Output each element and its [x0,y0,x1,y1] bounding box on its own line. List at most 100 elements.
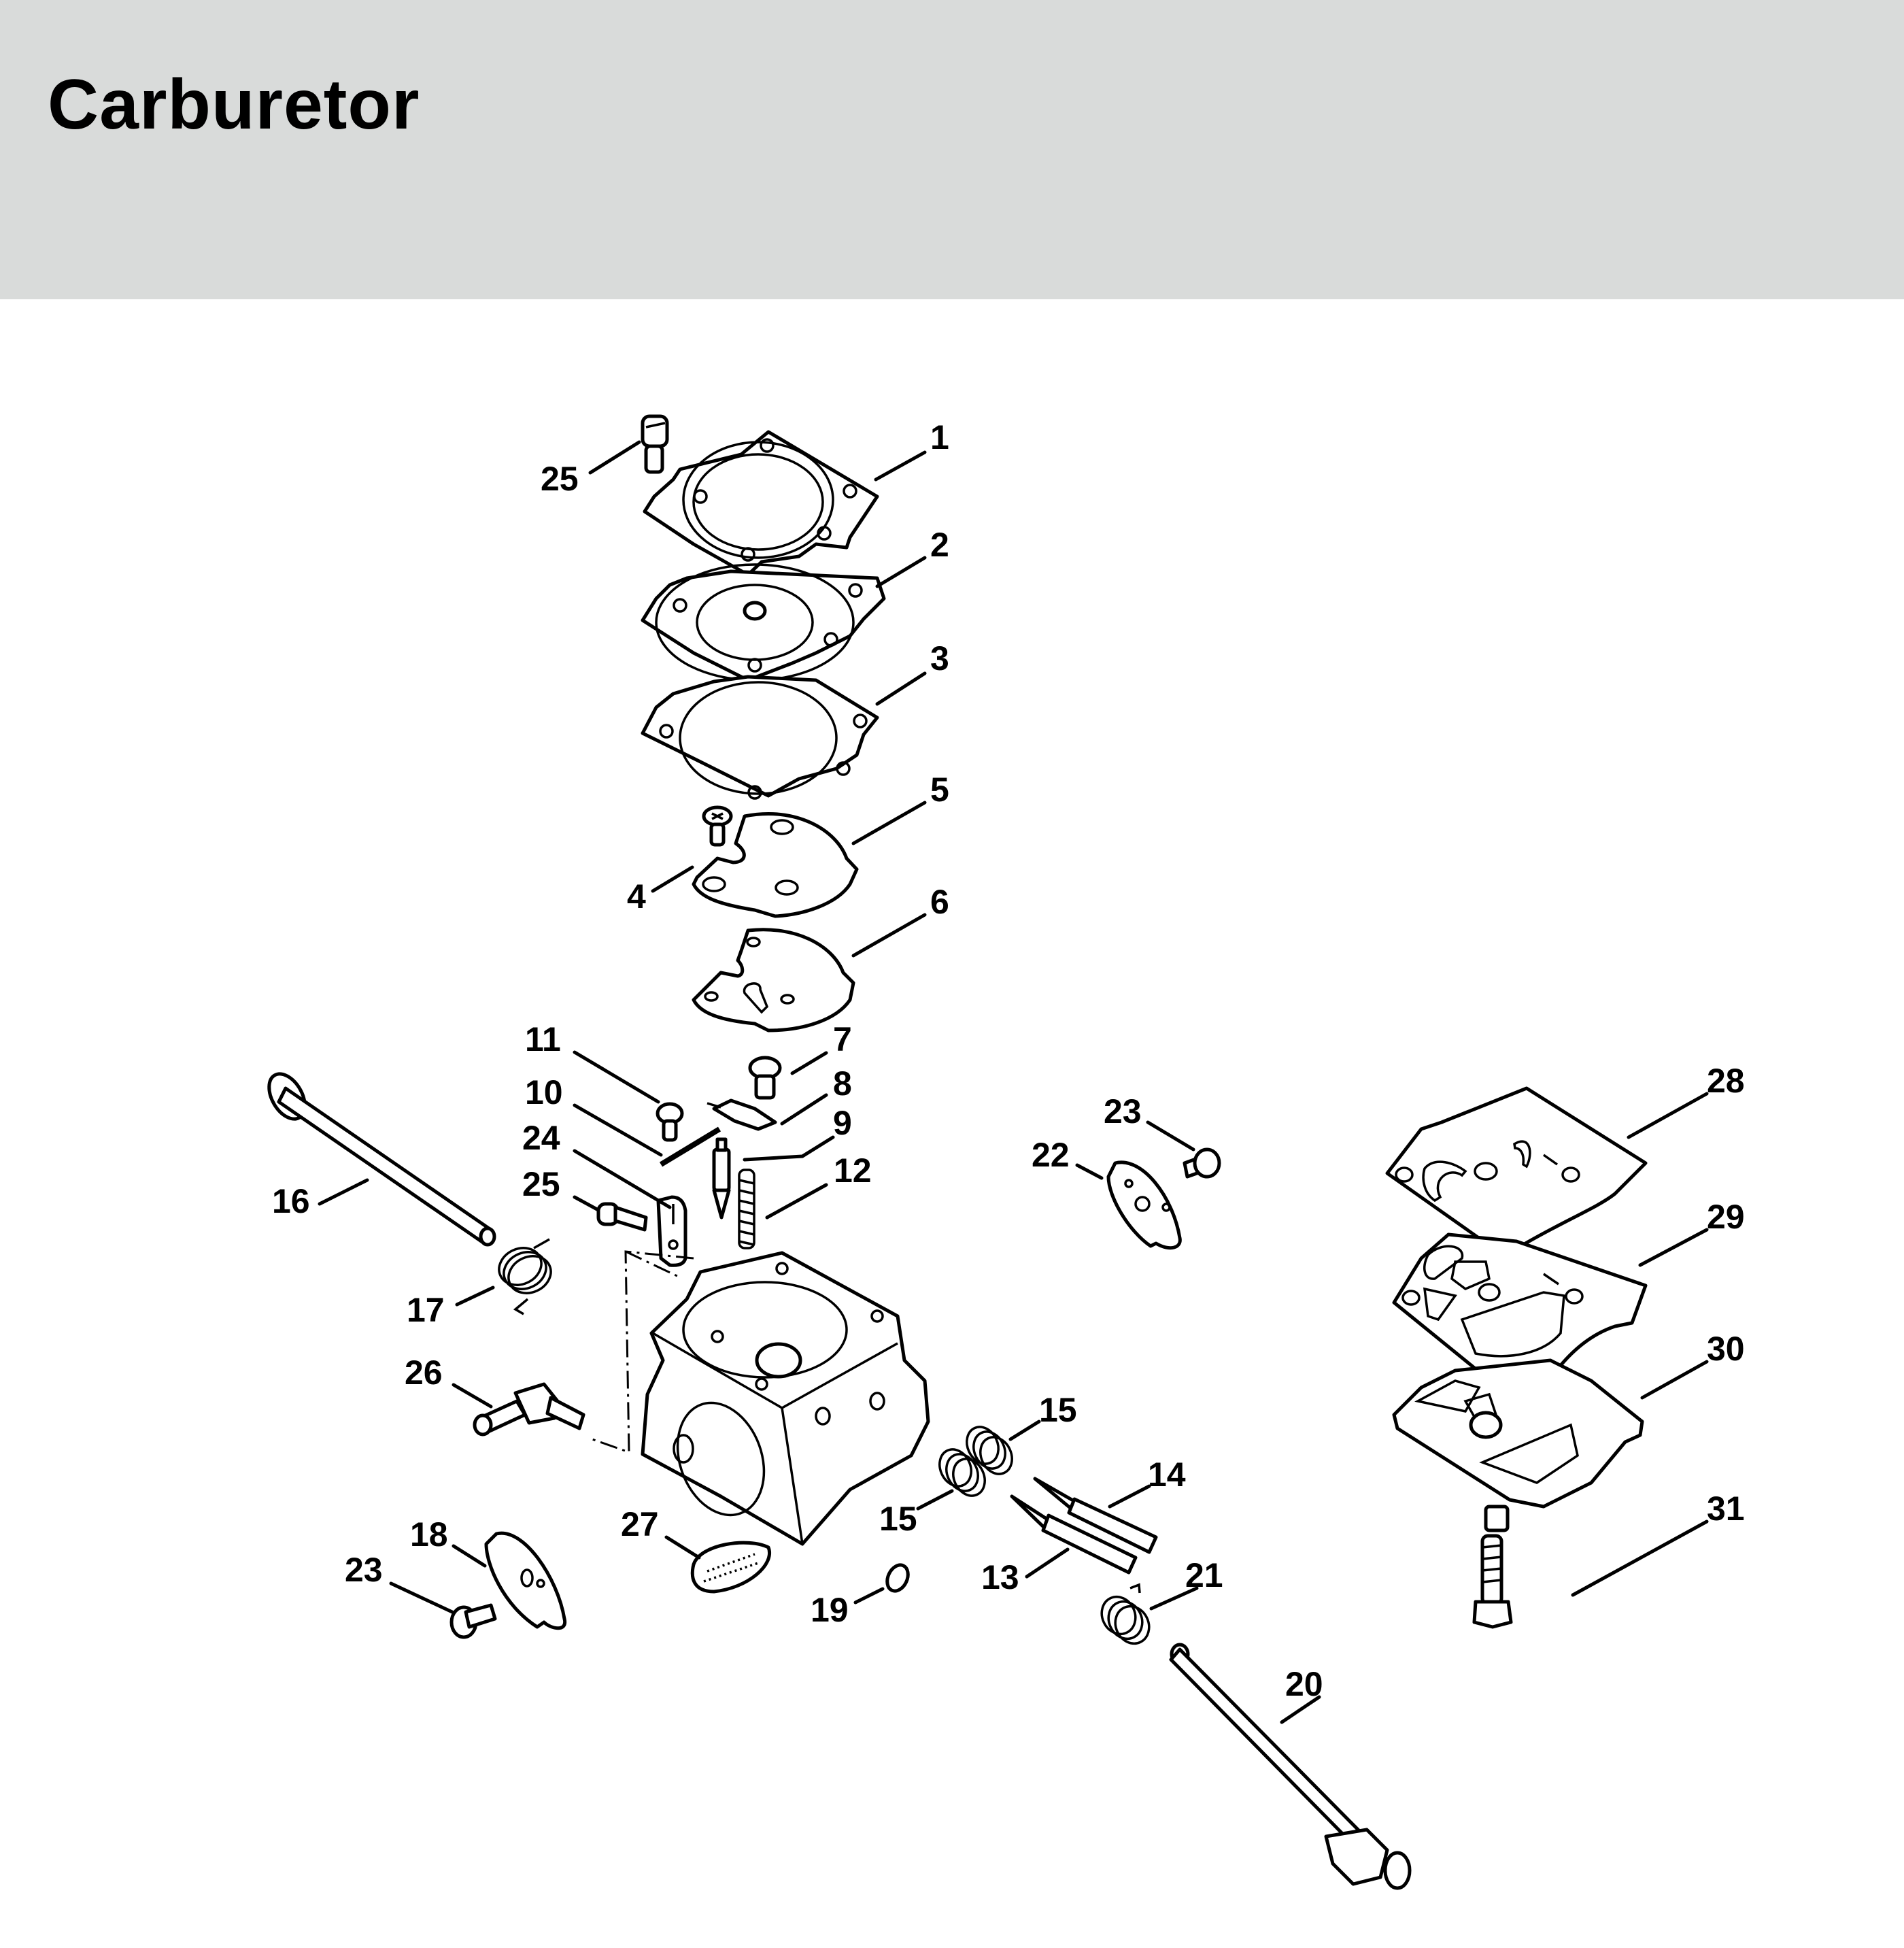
part-screw-4[interactable] [702,805,733,847]
part-cover-1[interactable] [643,430,879,577]
callout-3[interactable]: 3 [930,639,949,677]
part-clip-19[interactable] [883,1562,912,1594]
part-plate-6[interactable] [692,928,855,1032]
leader-12 [765,1183,828,1220]
leader-6 [851,913,927,958]
callout-25-mid[interactable]: 25 [522,1165,560,1203]
callout-17[interactable]: 17 [407,1291,445,1329]
callout-29[interactable]: 29 [1707,1198,1745,1236]
part-needle-13[interactable] [1010,1494,1138,1575]
leader-16 [318,1178,369,1206]
callout-25-top[interactable]: 25 [541,460,579,498]
callout-15-lower[interactable]: 15 [879,1500,917,1538]
callout-11[interactable]: 11 [525,1020,561,1058]
callout-4[interactable]: 4 [627,877,646,916]
callout-30[interactable]: 30 [1707,1330,1745,1368]
callout-27[interactable]: 27 [621,1505,659,1543]
part-screen-27[interactable] [690,1541,771,1594]
callout-1[interactable]: 1 [930,418,949,456]
callout-26[interactable]: 26 [405,1354,443,1392]
leader-27 [664,1535,701,1560]
part-shaft-20[interactable] [1169,1643,1412,1890]
part-screw-23-lower[interactable] [449,1603,497,1639]
part-screw-31[interactable] [1472,1534,1513,1629]
part-gasket-3[interactable] [641,675,879,800]
part-screw-25-top[interactable] [641,414,669,474]
leader-25-mid [573,1195,599,1211]
leader-25-top [588,440,641,475]
leader-4 [651,865,694,893]
leader-29 [1638,1228,1709,1267]
part-plug-7[interactable] [748,1056,782,1100]
callout-20[interactable]: 20 [1285,1665,1323,1703]
part-plate-5[interactable] [692,812,859,918]
leader-14 [1108,1484,1151,1509]
leader-21 [1149,1586,1199,1611]
leader-11 [573,1050,660,1104]
leader-19 [853,1587,885,1605]
part-gasket-29[interactable] [1392,1232,1648,1393]
part-fitting-26[interactable] [473,1382,585,1437]
part-screw-11[interactable] [656,1102,684,1142]
leader-2 [875,556,927,588]
callout-15-upper[interactable]: 15 [1039,1391,1077,1429]
header-banner: Carburetor [0,0,1904,299]
leader-31 [1571,1519,1709,1597]
leader-22 [1075,1163,1104,1180]
callout-16[interactable]: 16 [272,1182,310,1220]
part-screw-25-mid[interactable] [596,1202,648,1232]
leader-lines [318,440,1709,1724]
callout-5[interactable]: 5 [930,771,949,809]
page-title: Carburetor [48,65,420,144]
part-gasket-28[interactable] [1385,1086,1648,1257]
leader-5 [851,801,927,845]
part-spring-17[interactable] [493,1238,557,1315]
part-spring-12[interactable] [738,1169,755,1249]
callout-2[interactable]: 2 [930,526,949,564]
part-screw-23-upper[interactable] [1183,1147,1221,1179]
part-spring-21[interactable] [1095,1583,1155,1649]
callout-24[interactable]: 24 [522,1119,560,1157]
callout-7[interactable]: 7 [833,1020,852,1058]
part-spring-15-upper[interactable] [961,1422,1018,1479]
leader-30 [1640,1360,1709,1400]
part-carburetor-body[interactable] [641,1251,930,1546]
leader-23-upper [1146,1120,1195,1152]
callout-23-lower[interactable]: 23 [345,1551,383,1589]
callout-23-upper[interactable]: 23 [1104,1092,1142,1130]
callout-12[interactable]: 12 [834,1152,872,1190]
part-needle-14[interactable] [1033,1477,1158,1554]
callout-labels: 1 2 3 4 5 6 7 8 9 10 11 12 13 14 15 15 1… [272,418,1745,1703]
leader-24 [573,1149,672,1209]
callout-9[interactable]: 9 [833,1104,852,1142]
leader-13 [1025,1547,1070,1579]
leader-20 [1280,1695,1321,1724]
leader-15-lower [916,1489,954,1511]
leader-15-upper [1008,1420,1041,1441]
part-pump-body-30[interactable] [1392,1358,1644,1532]
part-spring-15-lower[interactable] [934,1444,991,1500]
part-lever-8[interactable] [707,1098,777,1131]
leader-23-lower [389,1581,454,1614]
part-shaft-16[interactable] [262,1068,496,1247]
callout-31[interactable]: 31 [1707,1490,1745,1528]
callout-13[interactable]: 13 [981,1558,1019,1596]
callout-22[interactable]: 22 [1032,1136,1070,1174]
leader-26 [452,1383,493,1409]
callout-28[interactable]: 28 [1707,1062,1745,1100]
callout-10[interactable]: 10 [525,1073,563,1111]
part-diaphragm-2[interactable] [641,563,886,682]
part-plate-22[interactable] [1106,1160,1182,1250]
callout-21[interactable]: 21 [1185,1556,1223,1594]
callout-8[interactable]: 8 [833,1064,852,1103]
part-pin-10[interactable] [659,1126,721,1167]
callout-18[interactable]: 18 [410,1515,448,1554]
leader-18 [452,1544,487,1568]
part-needle-9[interactable] [712,1137,731,1220]
callout-14[interactable]: 14 [1148,1456,1186,1494]
leader-1 [874,450,927,482]
part-plate-18[interactable] [484,1531,567,1630]
callout-19[interactable]: 19 [811,1591,849,1629]
callout-6[interactable]: 6 [930,883,949,921]
